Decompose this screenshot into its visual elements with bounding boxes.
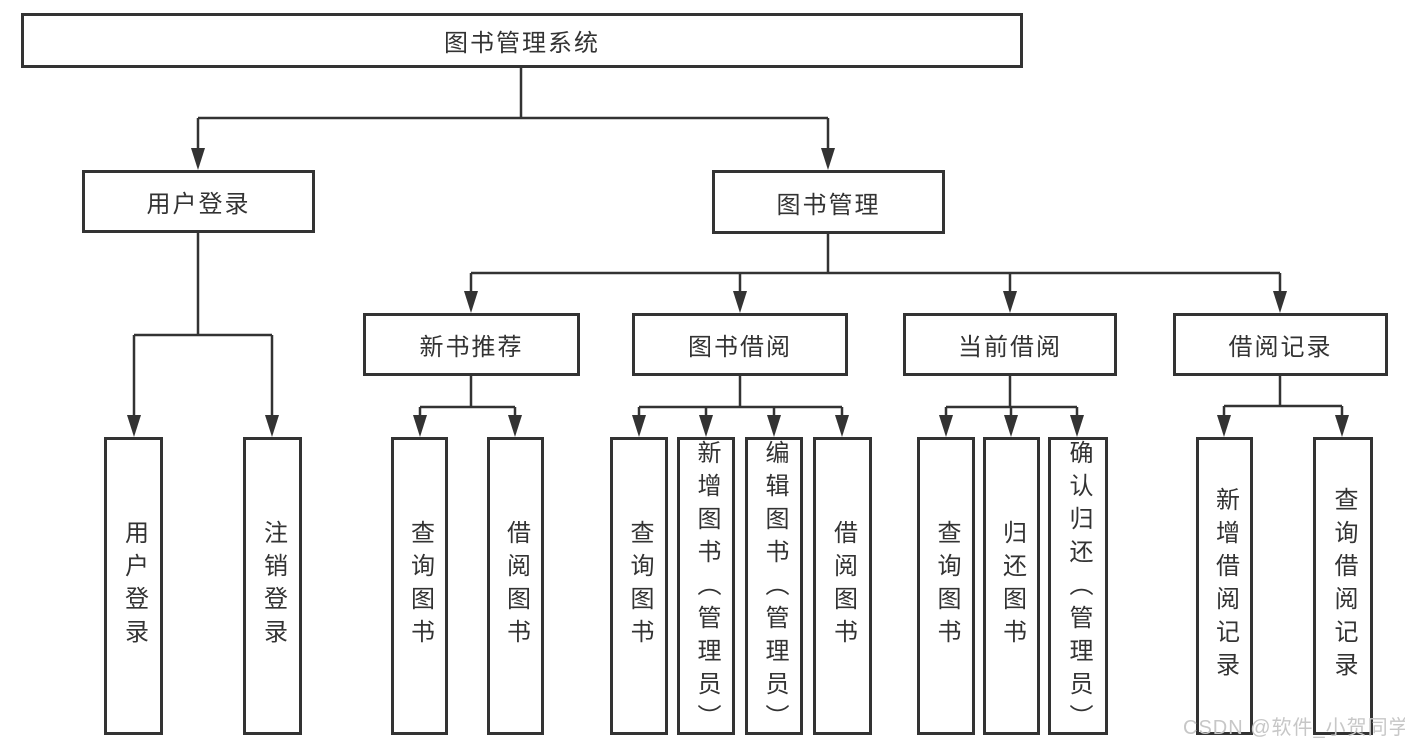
leaf-query-books-recommend-label: 查询图书 <box>406 520 434 652</box>
leaf-add-books-admin-label: 新增图书（管理员） <box>693 440 720 737</box>
leaf-borrow-books-label: 借阅图书 <box>829 520 857 652</box>
node-library-system: 图书管理系统 <box>21 13 1023 68</box>
leaf-query-books-recommend: 查询图书 <box>391 437 448 735</box>
leaf-query-books-borrow: 查询图书 <box>610 437 668 735</box>
node-current-borrow-label: 当前借阅 <box>958 334 1062 361</box>
connector-borrow-records-to-leaves <box>1217 376 1349 437</box>
node-current-borrow: 当前借阅 <box>903 313 1117 376</box>
connector-current-borrow-to-leaves <box>939 376 1084 437</box>
leaf-borrow-books: 借阅图书 <box>813 437 872 735</box>
node-book-borrow-label: 图书借阅 <box>688 334 792 361</box>
leaf-query-books-borrow-label: 查询图书 <box>626 520 653 652</box>
node-book-management-label: 图书管理 <box>776 191 881 219</box>
leaf-user-login: 用户登录 <box>104 437 163 735</box>
leaf-add-borrow-record: 新增借阅记录 <box>1196 437 1253 735</box>
leaf-return-books: 归还图书 <box>983 437 1040 735</box>
node-user-login: 用户登录 <box>82 170 315 233</box>
node-borrow-records: 借阅记录 <box>1173 313 1388 376</box>
leaf-edit-books-admin: 编辑图书（管理员） <box>745 437 803 737</box>
node-new-book-recommend-label: 新书推荐 <box>419 334 524 361</box>
node-library-system-label: 图书管理系统 <box>444 30 600 57</box>
node-book-management: 图书管理 <box>712 170 945 234</box>
connector-root-to-level2 <box>191 68 835 170</box>
leaf-query-books-current: 查询图书 <box>917 437 975 735</box>
leaf-query-borrow-record: 查询借阅记录 <box>1313 437 1373 735</box>
node-new-book-recommend: 新书推荐 <box>363 313 580 376</box>
connector-user-login-to-leaves <box>127 233 279 437</box>
connector-book-management-to-level3 <box>464 234 1287 313</box>
leaf-confirm-return-admin: 确认归还（管理员） <box>1048 437 1108 737</box>
leaf-borrow-books-recommend: 借阅图书 <box>487 437 544 735</box>
leaf-add-books-admin: 新增图书（管理员） <box>677 437 735 737</box>
leaf-query-books-current-label: 查询图书 <box>933 520 960 652</box>
leaf-user-login-label: 用户登录 <box>120 520 148 652</box>
csdn-watermark: CSDN @软件_小贺同学 <box>1183 717 1405 739</box>
connector-new-book-recommend-to-leaves <box>413 376 522 437</box>
node-book-borrow: 图书借阅 <box>632 313 848 376</box>
leaf-confirm-return-admin-label: 确认归还（管理员） <box>1065 440 1092 737</box>
connector-book-borrow-to-leaves <box>632 376 849 437</box>
leaf-borrow-books-recommend-label: 借阅图书 <box>502 520 530 652</box>
leaf-edit-books-admin-label: 编辑图书（管理员） <box>761 440 788 737</box>
leaf-return-books-label: 归还图书 <box>998 520 1026 652</box>
node-borrow-records-label: 借阅记录 <box>1228 334 1333 361</box>
leaf-add-borrow-record-label: 新增借阅记录 <box>1211 487 1239 685</box>
leaf-query-borrow-record-label: 查询借阅记录 <box>1330 487 1357 685</box>
node-user-login-label: 用户登录 <box>146 191 251 218</box>
leaf-logout-label: 注销登录 <box>259 520 287 652</box>
leaf-logout: 注销登录 <box>243 437 302 735</box>
